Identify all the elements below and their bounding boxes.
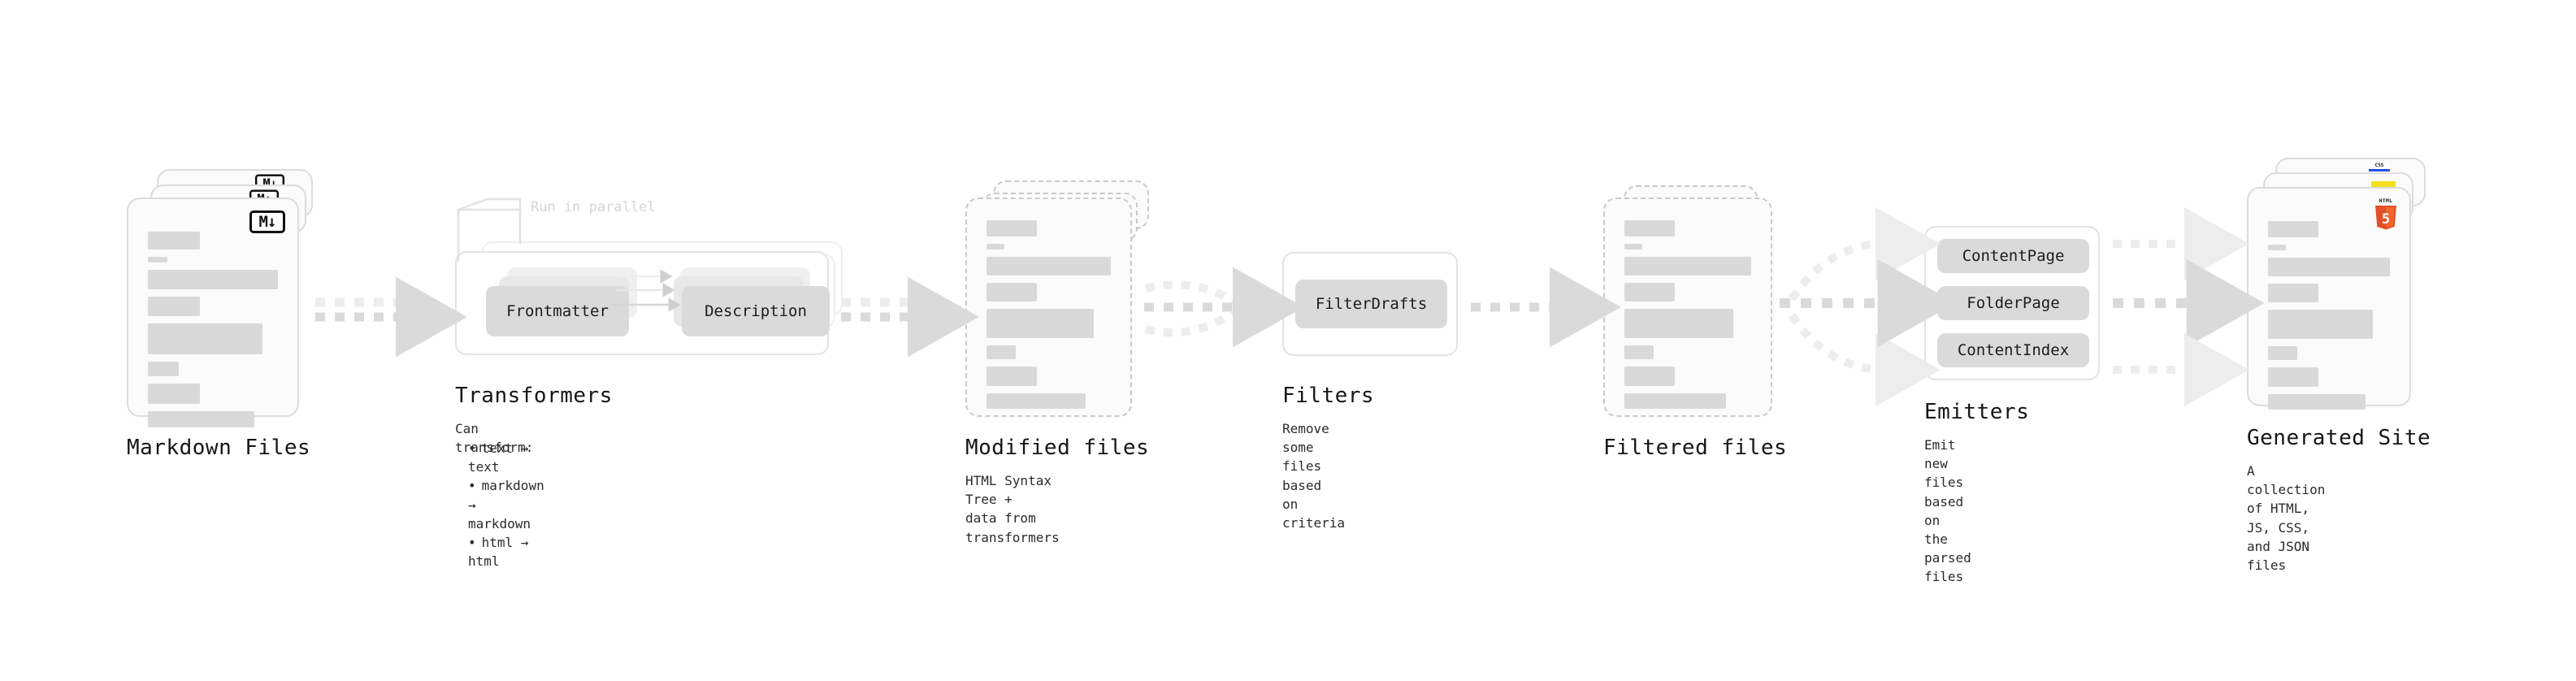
markdown-badge-icon: M↓ xyxy=(249,210,285,233)
bar xyxy=(2268,284,2318,302)
bar xyxy=(1624,283,1675,301)
bar xyxy=(1624,220,1675,236)
generated-site-subtitle: A collection of HTML, JS, CSS, and JSON … xyxy=(2247,463,2326,573)
bar xyxy=(148,384,200,404)
connector-filtered-to-emitters xyxy=(1780,207,1956,406)
transform-list-item: markdown → markdown xyxy=(468,476,544,533)
transformers-title: Transformers xyxy=(455,384,613,408)
bar xyxy=(148,257,167,262)
filtered-files-title: Filtered files xyxy=(1603,436,1788,460)
bar xyxy=(987,367,1037,386)
emitters-panel: ContentPage FolderPage ContentIndex xyxy=(1924,226,2100,380)
bar xyxy=(987,257,1111,275)
transformer-chip-frontmatter[interactable]: Frontmatter xyxy=(486,286,629,336)
bar xyxy=(987,309,1094,338)
transformer-chip-description[interactable]: Description xyxy=(682,286,830,336)
svg-text:5: 5 xyxy=(2382,211,2390,228)
html5-badge-icon: HTML 5 xyxy=(2375,198,2396,230)
connector-emitters-to-site xyxy=(2113,207,2265,406)
bar xyxy=(148,362,179,376)
transform-list-item: html → html xyxy=(468,533,544,570)
connector-modified-to-filters xyxy=(1144,267,1304,348)
run-in-parallel-note: Run in parallel xyxy=(531,199,656,215)
markdown-card-front: M↓ xyxy=(127,197,299,427)
markdown-card-bars xyxy=(148,232,278,435)
filtered-card-front xyxy=(1603,197,1772,417)
modified-files-subtitle: HTML Syntax Tree + data from transformer… xyxy=(965,473,1060,545)
bar xyxy=(1624,393,1726,409)
bar xyxy=(987,283,1037,301)
bar xyxy=(148,411,255,427)
css-badge-icon: CSS xyxy=(2369,163,2390,171)
bar xyxy=(1624,345,1654,359)
emitters-title: Emitters xyxy=(1924,400,2030,424)
bar xyxy=(148,297,200,316)
bar xyxy=(987,393,1086,409)
filters-panel: FilterDrafts xyxy=(1282,252,1458,356)
filter-chip-filterdrafts[interactable]: FilterDrafts xyxy=(1295,280,1447,328)
generated-site-title: Generated Site xyxy=(2247,426,2431,450)
transformers-panel: Frontmatter Description xyxy=(455,251,830,355)
bar xyxy=(1624,367,1675,386)
bar xyxy=(1624,309,1734,338)
bar xyxy=(2268,346,2297,360)
bar xyxy=(148,232,200,249)
bar xyxy=(148,323,262,354)
site-card-front: HTML 5 xyxy=(2247,187,2411,410)
bar xyxy=(2268,258,2390,276)
emitters-subtitle: Emit new files based on the parsed files xyxy=(1924,437,1971,585)
bar xyxy=(987,220,1037,236)
connector-md-to-transformers xyxy=(315,276,467,358)
modified-card-bars xyxy=(987,220,1111,416)
emitter-chip-contentindex[interactable]: ContentIndex xyxy=(1937,333,2089,367)
modified-card-front xyxy=(965,197,1132,417)
svg-text:HTML: HTML xyxy=(2379,198,2393,204)
bar xyxy=(2268,367,2318,387)
emitter-chip-folderpage[interactable]: FolderPage xyxy=(1937,286,2089,320)
modified-files-title: Modified files xyxy=(965,436,1150,460)
transformers-list: text → text markdown → markdown html → h… xyxy=(455,439,544,570)
filters-title: Filters xyxy=(1282,384,1375,408)
bar xyxy=(1624,257,1751,275)
filtered-card-bars xyxy=(1624,220,1751,416)
bar xyxy=(2268,310,2373,339)
site-card-bars xyxy=(2268,221,2390,417)
markdown-files-title: Markdown Files xyxy=(127,436,311,460)
bar xyxy=(2268,221,2318,237)
bar xyxy=(2268,245,2286,250)
bar xyxy=(148,270,278,289)
connector-transformers-to-modified xyxy=(841,276,979,358)
bar xyxy=(1624,244,1642,249)
bar xyxy=(987,244,1004,249)
filters-subtitle: Remove some files based on criteria xyxy=(1282,421,1346,531)
bar xyxy=(987,345,1016,359)
bar xyxy=(2268,394,2366,410)
transform-list-item: text → text xyxy=(468,439,544,476)
emitter-chip-contentpage[interactable]: ContentPage xyxy=(1937,239,2089,273)
